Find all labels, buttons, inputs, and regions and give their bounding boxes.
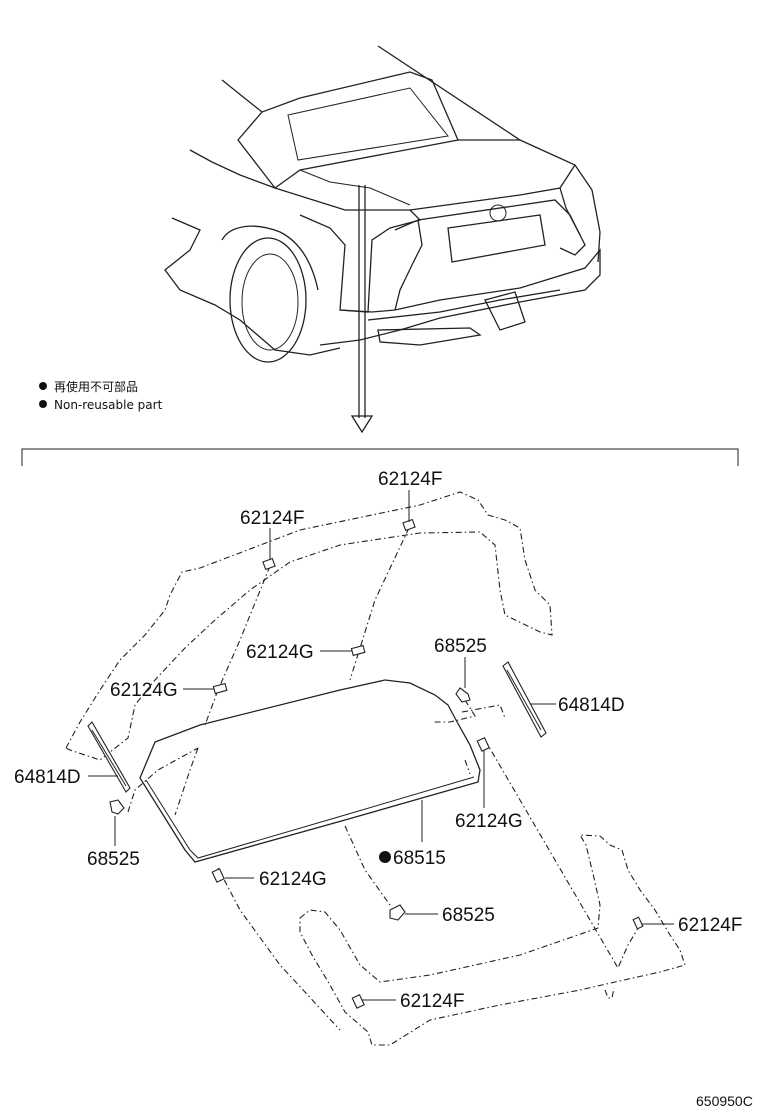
callout-68525-left: 68525 bbox=[87, 849, 140, 870]
deck-board-68515 bbox=[139, 679, 481, 863]
legend-jp: 再使用不可部品 bbox=[54, 379, 138, 394]
callout-64814D-left: 64814D bbox=[14, 767, 81, 788]
upper-trim-outline bbox=[65, 491, 553, 761]
bullet-icon bbox=[39, 382, 47, 390]
callout-leaders bbox=[88, 490, 674, 1001]
callout-68525-lower: 68525 bbox=[442, 905, 495, 926]
fastener-icons bbox=[109, 518, 644, 1009]
non-reusable-bullet-icon bbox=[379, 851, 391, 863]
callout-68525-right: 68525 bbox=[434, 636, 487, 657]
callout-62124G-right: 62124G bbox=[455, 811, 523, 832]
callout-62124F-bottom: 62124F bbox=[400, 991, 464, 1012]
strip-64814D-right bbox=[502, 661, 547, 738]
callout-62124F-upper-left: 62124F bbox=[240, 508, 304, 529]
callout-62124F-right: 62124F bbox=[678, 915, 742, 936]
diagram-code: 650950C bbox=[696, 1093, 753, 1109]
lower-trim-outline bbox=[299, 834, 686, 1046]
strip-64814D-left bbox=[87, 721, 131, 793]
section-bracket bbox=[21, 448, 739, 466]
car-rear-illustration bbox=[164, 45, 601, 363]
callout-64814D-right: 64814D bbox=[558, 695, 625, 716]
callout-62124G-center: 62124G bbox=[246, 642, 314, 663]
callout-62124G-left: 62124G bbox=[110, 680, 178, 701]
view-arrow-icon bbox=[350, 185, 374, 434]
bullet-icon bbox=[39, 400, 47, 408]
legend: 再使用不可部品 Non-reusable part bbox=[39, 379, 163, 412]
callout-62124G-lower: 62124G bbox=[259, 869, 327, 890]
callout-62124F-top: 62124F bbox=[378, 469, 442, 490]
legend-en: Non-reusable part bbox=[54, 398, 163, 412]
callout-68515: 68515 bbox=[393, 848, 446, 869]
